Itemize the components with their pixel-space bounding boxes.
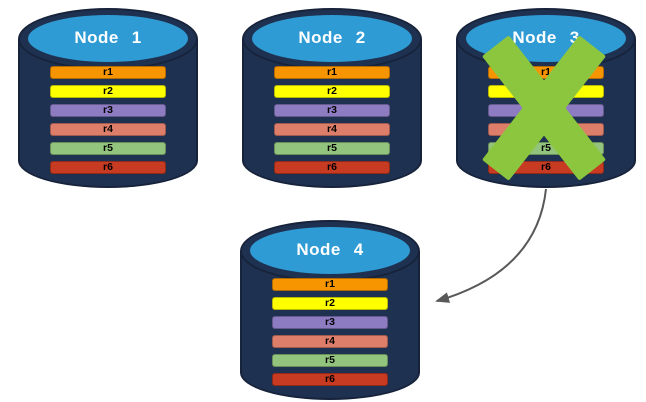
record-r4: r4 <box>272 335 388 348</box>
record-r6: r6 <box>274 161 390 174</box>
record-r6: r6 <box>272 373 388 386</box>
node-2: Node 2 r1 r2 r3 r4 r5 r6 <box>242 8 422 188</box>
record-r2: r2 <box>274 85 390 98</box>
record-stack: r1 r2 r3 r4 r5 r6 <box>50 66 166 180</box>
cylinder-cap <box>242 8 422 70</box>
node-3-label: Node 3 <box>512 28 580 47</box>
record-r3: r3 <box>274 104 390 117</box>
node-4: Node 4 r1 r2 r3 r4 r5 r6 <box>240 220 420 400</box>
record-r5: r5 <box>274 142 390 155</box>
record-r1: r1 <box>272 278 388 291</box>
record-stack: r1 r2 r3 r4 r5 r6 <box>272 278 388 392</box>
node-3: Node 3 r1 r2 r3 r4 r5 r6 <box>456 8 636 188</box>
record-r2: r2 <box>272 297 388 310</box>
node-4-label: Node 4 <box>296 240 364 259</box>
node-1-label: Node 1 <box>74 28 142 47</box>
cylinder-cap <box>240 220 420 282</box>
cylinder-cap-top <box>250 227 410 274</box>
cylinder-cap <box>18 8 198 70</box>
arrow-curve <box>435 188 547 303</box>
record-r5: r5 <box>50 142 166 155</box>
cylinder-cap-top <box>252 15 412 62</box>
record-r4: r4 <box>50 123 166 136</box>
record-r3: r3 <box>50 104 166 117</box>
record-r2: r2 <box>50 85 166 98</box>
record-r5: r5 <box>272 354 388 367</box>
record-r4: r4 <box>274 123 390 136</box>
record-r1: r1 <box>50 66 166 79</box>
record-r6: r6 <box>50 161 166 174</box>
cylinder-cap-top <box>28 15 188 62</box>
node-2-label: Node 2 <box>298 28 366 47</box>
node-1: Node 1 r1 r2 r3 r4 r5 r6 <box>18 8 198 188</box>
record-r3: r3 <box>272 316 388 329</box>
record-r1: r1 <box>274 66 390 79</box>
record-stack: r1 r2 r3 r4 r5 r6 <box>274 66 390 180</box>
